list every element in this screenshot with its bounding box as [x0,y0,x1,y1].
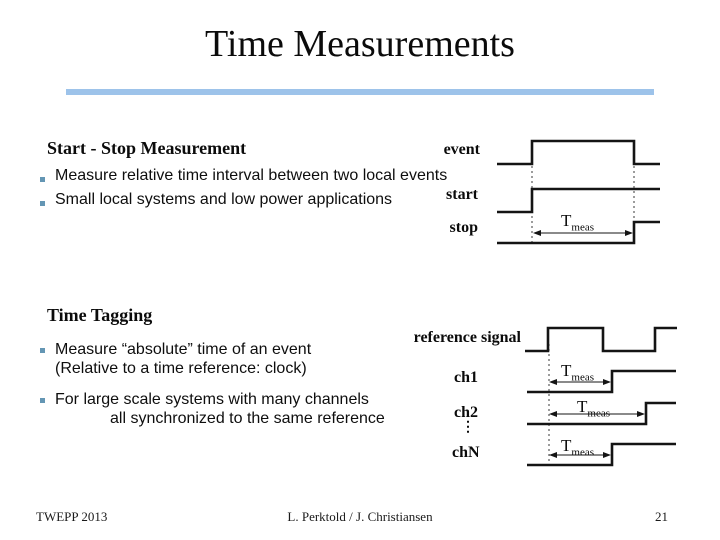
bullet-small-systems: Small local systems and low power applic… [55,191,393,208]
bullet-absolute-time: Measure “absolute” time of an event (Rel… [55,340,311,378]
tmeas-label: Tmeas [561,211,594,233]
chN-waveform [527,442,676,467]
arrowhead-left [549,452,557,458]
tmeas-base: T [561,361,572,380]
arrowhead-right [603,379,611,385]
footer-page-number: 21 [655,509,668,524]
reference-waveform [525,326,677,353]
tmeas-label-ch1: Tmeas [561,361,594,383]
arrowhead-left [549,411,557,417]
start-waveform [497,187,660,214]
section-heading-start-stop: Start - Stop Measurement [47,138,247,158]
signal-label-stop: stop [449,219,478,236]
bullet-square [40,201,45,206]
tmeas-label-ch2: Tmeas [577,397,610,419]
footer-conference: TWEPP 2013 [36,509,108,524]
signal-label-ch1: ch1 [454,369,478,386]
arrowhead-left [533,230,541,236]
bullet-line: Measure “absolute” time of an event [55,341,312,358]
tmeas-sub: meas [587,407,610,420]
bullet-line: all synchronized to the same reference [110,410,385,427]
bullet-square [40,348,45,353]
signal-label-start: start [446,186,478,203]
bullet-line: For large scale systems with many channe… [55,391,369,408]
start-stop-timing-diagram [497,139,660,245]
signal-label-reference: reference signal [413,329,521,346]
ch2-waveform [527,401,676,426]
tmeas-sub: meas [571,446,594,459]
page-title: Time Measurements [205,23,515,65]
tmeas-base: T [561,436,572,455]
signal-label-ch2: ch2 [454,404,478,421]
signal-label-event: event [443,141,480,158]
tmeas-label-chN: Tmeas [561,436,594,458]
bullet-square [40,177,45,182]
arrowhead-left [549,379,557,385]
title-underline-bar [66,89,654,95]
tmeas-sub: meas [571,221,594,234]
footer-authors: L. Perktold / J. Christiansen [287,509,433,524]
stop-waveform [497,220,660,245]
tmeas-base: T [561,211,572,230]
tmeas-sub: meas [571,371,594,384]
bullet-large-scale: For large scale systems with many channe… [55,390,385,428]
section-heading-time-tagging: Time Tagging [47,305,153,325]
tmeas-base: T [577,397,588,416]
vertical-ellipsis: ⋮ [461,420,475,435]
event-waveform [497,139,660,166]
bullet-square [40,398,45,403]
bullet-measure-relative: Measure relative time interval between t… [55,167,448,184]
arrowhead-right [637,411,645,417]
ch1-waveform [527,369,676,394]
signal-label-chN: chN [452,444,480,461]
bullet-line: (Relative to a time reference: clock) [55,360,307,377]
arrowhead-right [603,452,611,458]
arrowhead-right [625,230,633,236]
time-tagging-timing-diagram [525,326,677,468]
